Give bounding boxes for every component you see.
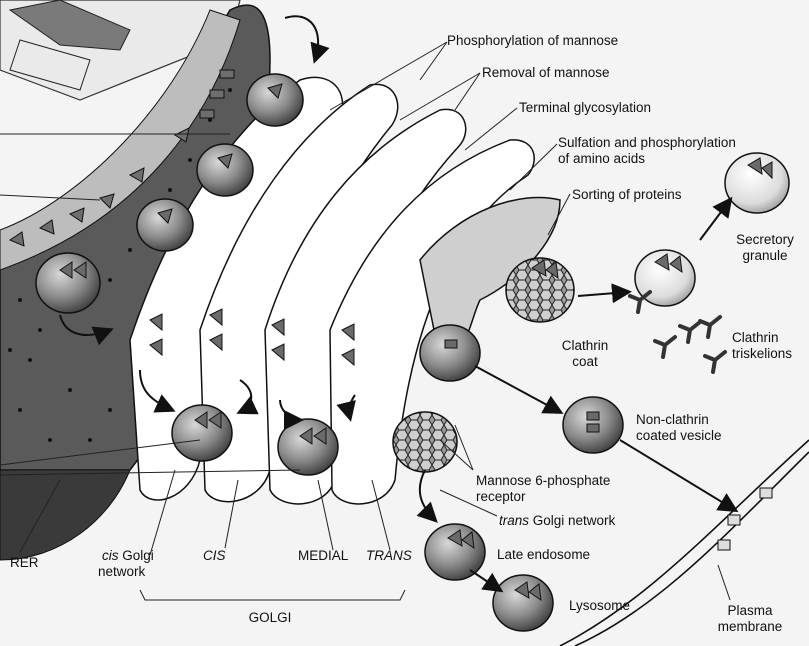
label-cis-network-italic: cis: [102, 548, 119, 563]
label-cis-network-rest: Golgi: [118, 548, 154, 563]
label-sulfation-line2: of amino acids: [558, 151, 646, 166]
label-golgi: GOLGI: [248, 610, 292, 625]
label-trans-golgi-network-italic: trans: [499, 513, 530, 528]
cargo-markers: [59, 83, 773, 602]
label-clathrin-coat-line1: Clathrin: [561, 338, 609, 353]
vesicles: [35, 73, 790, 632]
label-late-endosome: Late endosome: [497, 547, 591, 562]
label-rer: RER: [10, 555, 39, 570]
label-sulfation-line1: Sulfation and phosphorylation: [558, 135, 736, 150]
label-removal-mannose: Removal of mannose: [482, 65, 610, 80]
label-secretory-line2: granule: [742, 248, 788, 263]
label-triskelions-line1: Clathrin: [732, 330, 779, 345]
rer-sheet: [0, 4, 271, 561]
label-nonclathrin-line1: Non-clathrin: [636, 412, 709, 427]
label-m6p-line1: Mannose 6-phosphate: [476, 473, 611, 488]
label-cis-network-line1: cis Golgi: [102, 548, 154, 564]
label-lysosome: Lysosome: [569, 598, 631, 613]
label-plasma-line2: membrane: [717, 619, 783, 634]
label-trans-golgi-network-rest: Golgi network: [529, 513, 616, 528]
label-phosphorylation-mannose: Phosphorylation of mannose: [447, 33, 619, 48]
cell-inset: [0, 0, 241, 101]
label-clathrin-coat-line2: coat: [572, 354, 598, 369]
label-medial: MEDIAL: [298, 548, 349, 563]
label-m6p-line2: receptor: [476, 489, 526, 504]
label-secretory-line1: Secretory: [736, 232, 794, 247]
label-plasma-line1: Plasma: [727, 603, 773, 618]
arrows: [59, 15, 739, 593]
label-nonclathrin-line2: coated vesicle: [636, 428, 722, 443]
plasma-membrane: [559, 439, 809, 646]
label-cis-network-line2: network: [98, 564, 146, 579]
label-triskelions-line2: triskelions: [732, 346, 793, 361]
label-terminal-glycosylation: Terminal glycosylation: [519, 100, 652, 115]
clathrin-triskelions-art: [628, 290, 727, 374]
label-sorting-proteins: Sorting of proteins: [572, 187, 682, 202]
label-trans: TRANS: [366, 548, 412, 563]
label-cis: CIS: [203, 548, 226, 563]
label-trans-golgi-network: trans Golgi network: [499, 513, 615, 529]
leader-lines: [0, 41, 731, 601]
